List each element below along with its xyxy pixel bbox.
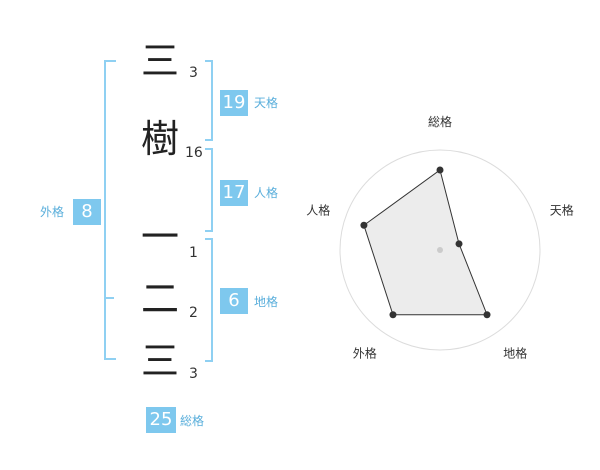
tenkaku-label: 天格 <box>254 96 279 110</box>
radar-axis-label: 人格 <box>306 202 330 217</box>
gaikaku-bracket <box>104 60 116 360</box>
radar-point <box>389 311 397 319</box>
name-char-1: 三 <box>141 39 180 83</box>
chikaku-label: 地格 <box>254 295 279 309</box>
gaikaku-bracket-split <box>104 297 114 299</box>
radar-point <box>455 240 463 248</box>
gaikaku-value: 8 <box>73 199 101 225</box>
stroke-count-5: 3 <box>189 366 198 382</box>
stroke-count-4: 2 <box>189 305 198 321</box>
jinkaku-label: 人格 <box>254 186 279 200</box>
name-char-4: 二 <box>141 277 180 321</box>
chikaku-bracket <box>205 238 213 362</box>
radar-axis-label: 天格 <box>550 202 574 217</box>
soukaku-value: 25 <box>146 407 176 433</box>
radar-axis-label: 外格 <box>353 346 377 361</box>
soukaku-label: 総格 <box>180 414 205 428</box>
radar-point <box>360 221 368 229</box>
radar-axis-label: 地格 <box>503 346 527 361</box>
chikaku-value: 6 <box>220 288 248 314</box>
jinkaku-value: 17 <box>220 180 248 206</box>
radar-point <box>436 166 444 174</box>
stroke-count-2: 16 <box>185 145 203 161</box>
jinkaku-bracket <box>205 148 213 232</box>
stroke-count-3: 1 <box>189 245 198 261</box>
radar-point <box>483 311 491 319</box>
radar-axis-label: 総格 <box>428 114 452 129</box>
tenkaku-bracket <box>205 60 213 141</box>
radar-center <box>437 247 443 253</box>
name-char-5: 三 <box>141 339 180 383</box>
gaikaku-label: 外格 <box>40 205 65 219</box>
name-char-3: 一 <box>141 215 180 259</box>
name-char-2: 樹 <box>141 117 180 161</box>
radar-area <box>363 169 488 316</box>
tenkaku-value: 19 <box>220 90 248 116</box>
stroke-count-1: 3 <box>189 65 198 81</box>
